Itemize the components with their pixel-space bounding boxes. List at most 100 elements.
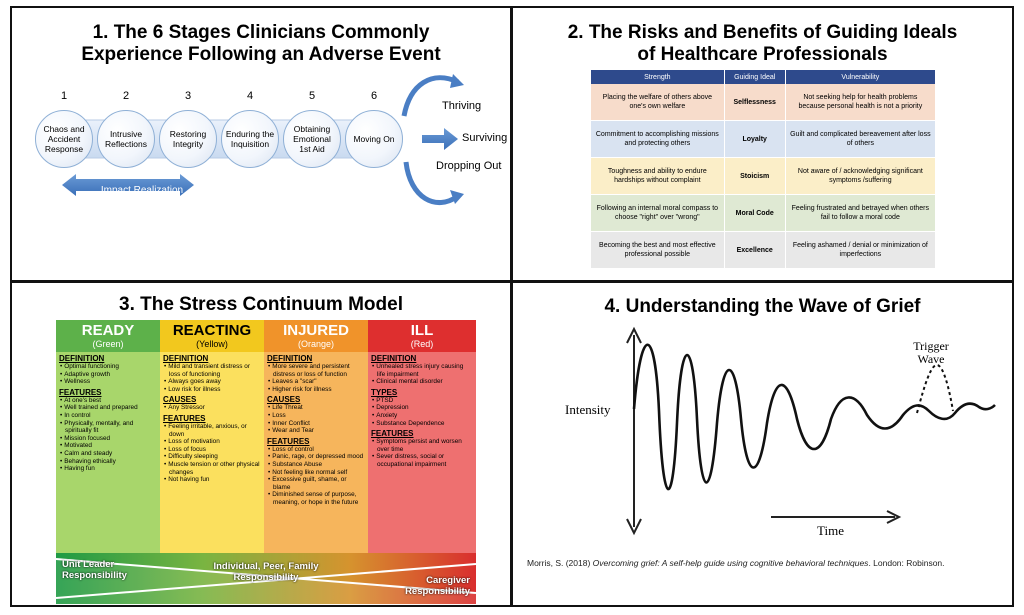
stress-column-name: READY: [81, 322, 135, 339]
list-item: Clinical mental disorder: [371, 378, 473, 386]
panel3-title: 3. The Stress Continuum Model: [119, 294, 403, 315]
stress-column-ready: READY(Green)DEFINITIONOptimal functionin…: [56, 320, 160, 553]
responsibility-band: Unit Leader Responsibility Individual, P…: [56, 553, 476, 604]
panel1-title: 1. The 6 Stages Clinicians Commonly Expe…: [81, 22, 441, 65]
strength-cell: Commitment to accomplishing missions and…: [591, 120, 725, 158]
list-item: Diminished sense of purpose, meaning, or…: [267, 491, 365, 506]
table-row: Toughness and ability to endure hardship…: [591, 157, 937, 195]
list-item: Not having fun: [163, 476, 261, 484]
list-item: Wellness: [59, 378, 157, 386]
stage-number: 5: [308, 90, 316, 102]
panel2-title: 2. The Risks and Benefits of Guiding Ide…: [567, 22, 958, 65]
stress-column-name: REACTING: [172, 322, 252, 339]
strength-cell: Becoming the best and most effective pro…: [591, 231, 725, 269]
section-heading: DEFINITION: [371, 354, 417, 363]
table-row: Following an internal moral compass to c…: [591, 194, 937, 232]
trigger-wave-label: Trigger Wave: [913, 339, 949, 366]
list-item: More severe and persistent distress or l…: [267, 363, 365, 378]
vulnerability-cell: Feeling frustrated and betrayed when oth…: [785, 194, 937, 232]
stress-column-color-name: (Orange): [297, 339, 334, 349]
list-item: Physically, mentally, and spiritually fi…: [59, 420, 157, 435]
individual-peer-family-label: Individual, Peer, Family Responsibility: [213, 561, 319, 583]
stage-circle-1: Chaos and Accident Response: [35, 110, 93, 168]
list-item: Having fun: [59, 465, 157, 473]
section-heading: FEATURES: [371, 429, 414, 439]
list-item: Wear and Tear: [267, 427, 365, 435]
stress-column-header: REACTING(Yellow): [160, 320, 264, 352]
list-item: Loss of control: [267, 446, 365, 454]
list-item: Loss: [267, 412, 365, 420]
section-heading: CAUSES: [267, 395, 301, 405]
stress-column-header: ILL(Red): [368, 320, 476, 352]
list-item: Motivated: [59, 442, 157, 450]
impact-realization-arrow-icon: [62, 174, 194, 196]
list-item: Unhealed stress injury causing life impa…: [371, 363, 473, 378]
stress-column-header: READY(Green): [56, 320, 160, 352]
unit-leader-label: Unit Leader Responsibility: [62, 559, 127, 581]
stage-number: 6: [370, 90, 378, 102]
list-item: Adaptive growth: [59, 371, 157, 379]
panel-stress-continuum: 3. The Stress Continuum Model READY(Gree…: [10, 281, 512, 607]
panel-guiding-ideals: 2. The Risks and Benefits of Guiding Ide…: [511, 6, 1014, 282]
list-item: At one's best: [59, 397, 157, 405]
ideal-cell: Selflessness: [724, 84, 786, 121]
list-item: Not feeling like normal self: [267, 469, 365, 477]
list-item: Inner Conflict: [267, 420, 365, 428]
stress-column-color-name: (Red): [410, 339, 434, 349]
table-row: Becoming the best and most effective pro…: [591, 231, 937, 269]
list-item: Loss of focus: [163, 446, 261, 454]
stage-number: 3: [184, 90, 192, 102]
time-label: Time: [817, 523, 844, 538]
list-item: Leaves a "scar": [267, 378, 365, 386]
table-row: Placing the welfare of others above one'…: [591, 84, 937, 121]
impact-realization-label: Impact Realization: [100, 185, 184, 196]
surviving-arrow-icon: [422, 128, 458, 150]
vulnerability-cell: Guilt and complicated bereavement after …: [785, 120, 937, 158]
stress-column-name: ILL: [410, 322, 434, 339]
list-item: In control: [59, 412, 157, 420]
list-item: Panic, rage, or depressed mood: [267, 453, 365, 461]
list-item: Optimal functioning: [59, 363, 157, 371]
list-item: Excessive guilt, shame, or blame: [267, 476, 365, 491]
vulnerability-cell: Not seeking help for health problems bec…: [785, 84, 937, 121]
stage-circle-3: Restoring Integrity: [159, 110, 217, 168]
stress-column-ill: ILL(Red) DEFINITIONUnhealed stress injury…: [368, 320, 476, 553]
list-item: Well trained and prepared: [59, 404, 157, 412]
list-item: Feeling irritable, anxious, or down: [163, 423, 261, 438]
list-item: Substance Dependence: [371, 420, 473, 428]
list-item: PTSD: [371, 397, 473, 405]
table-row: Commitment to accomplishing missions and…: [591, 120, 937, 158]
citation: Morris, S. (2018) Overcoming grief: A se…: [527, 558, 945, 568]
stage-circle-4: Enduring the Inquisition: [221, 110, 279, 168]
list-item: Depression: [371, 404, 473, 412]
vulnerability-cell: Not aware of / acknowledging significant…: [785, 157, 937, 195]
header-strength: Strength: [591, 70, 725, 84]
list-item: Muscle tension or other physical changes: [163, 461, 261, 476]
stage-circle-5: Obtaining Emotional 1st Aid: [283, 110, 341, 168]
list-item: Any Stressor: [163, 404, 261, 412]
stress-column-injured: INJURED(Orange)DEFINITIONMore severe and…: [264, 320, 368, 553]
outcome-surviving: Surviving: [462, 132, 508, 144]
list-item: Anxiety: [371, 412, 473, 420]
list-item: Behaving ethically: [59, 458, 157, 466]
list-item: Sever distress, social or occupational i…: [371, 453, 473, 468]
outcome-dropping-out: Dropping Out: [436, 160, 502, 172]
strength-cell: Placing the welfare of others above one'…: [591, 84, 725, 121]
grief-wave-diagram: [626, 326, 996, 536]
stress-continuum-chart: READY(Green) DEFINITION Optimal functionin…: [56, 320, 476, 604]
grief-wave-line: [632, 343, 996, 491]
panel-six-stages: 1. The 6 Stages Clinicians Commonly Expe…: [10, 6, 512, 282]
stress-column-color-name: (Green): [92, 339, 124, 349]
list-item: Mission focused: [59, 435, 157, 443]
list-item: Substance Abuse: [267, 461, 365, 469]
section-heading: DEFINITION: [267, 354, 313, 363]
stress-column-color-name: (Yellow): [196, 339, 228, 349]
section-heading: FEATURES: [267, 436, 310, 446]
ideal-cell: Loyalty: [724, 120, 786, 158]
list-item: Calm and steady: [59, 450, 157, 458]
panel4-title: 4. Understanding the Wave of Grief: [604, 296, 921, 317]
section-heading: CAUSES: [163, 395, 197, 405]
list-item: Difficulty sleeping: [163, 453, 261, 461]
stage-circle-2: Intrusive Reflections: [97, 110, 155, 168]
